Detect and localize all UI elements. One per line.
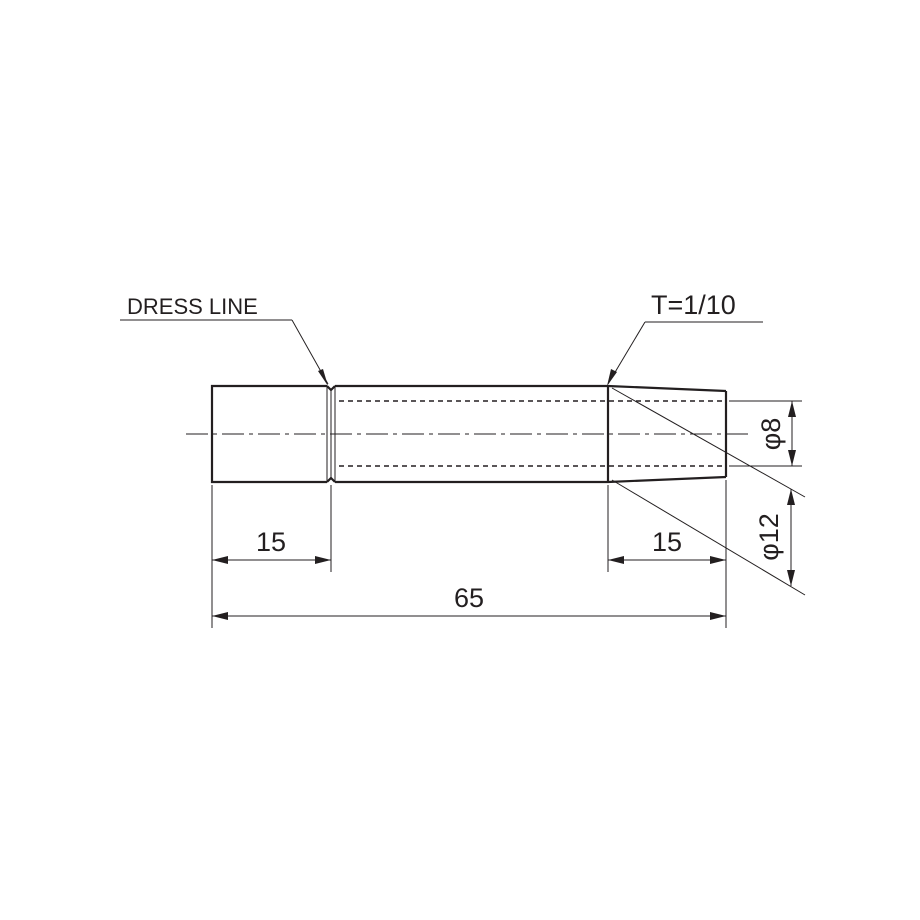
left-length-dimension <box>211 485 332 572</box>
right-length-dimension <box>607 480 727 628</box>
taper-label: T=1/10 <box>651 290 736 320</box>
large-diameter-dimension <box>611 387 806 596</box>
small-diameter-value: φ8 <box>756 418 786 451</box>
taper-section-outline <box>606 384 728 484</box>
overall-length-value: 65 <box>454 583 484 613</box>
right-length-value: 15 <box>652 527 682 557</box>
small-diameter-dimension <box>729 400 802 467</box>
taper-leader <box>607 321 763 386</box>
left-length-value: 15 <box>256 527 286 557</box>
overall-length-dimension <box>211 572 726 628</box>
dress-line-groove <box>326 385 336 483</box>
left-cylinder-outline <box>210 384 327 484</box>
dress-line-label: DRESS LINE <box>127 294 258 319</box>
large-diameter-value: φ12 <box>754 513 784 561</box>
dress-line-leader <box>120 319 329 386</box>
